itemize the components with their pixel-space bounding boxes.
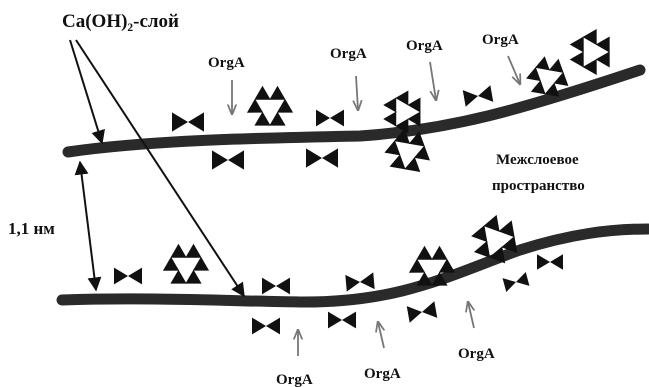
anion-bowtie	[328, 312, 356, 329]
orga-label: OrgA	[330, 46, 367, 62]
anion-bowtie	[537, 254, 563, 270]
interlayer-space-label-line2: пространство	[492, 178, 585, 194]
anion-bowtie	[172, 112, 204, 131]
interlayer-space-label-line1: Межслоевое	[496, 152, 579, 168]
orga-pointer-arrow	[430, 62, 436, 100]
anion-cluster	[247, 86, 293, 126]
anion-bowtie	[306, 148, 338, 167]
layer-pointer-arrow	[76, 40, 244, 296]
anion-bowtie	[407, 301, 437, 322]
anion-bowtie	[503, 272, 530, 292]
orga-pointer-arrow	[378, 322, 384, 348]
anion-bowtie	[262, 278, 290, 295]
upper-layer	[68, 70, 640, 152]
anion-bowtie	[212, 150, 244, 169]
orga-label: OrgA	[482, 32, 519, 48]
anion-bowtie	[252, 318, 280, 335]
anion-cluster	[563, 21, 623, 79]
orga-label: OrgA	[364, 366, 401, 382]
orga-label: OrgA	[406, 38, 443, 54]
anion-bowtie	[463, 85, 493, 106]
anion-bowtie	[114, 268, 142, 285]
orga-pointer-arrow	[508, 56, 520, 84]
anion-cluster	[163, 244, 209, 284]
interlayer-distance-label: 1,1 нм	[8, 219, 55, 238]
orga-label: OrgA	[458, 346, 495, 362]
interlayer-distance-arrow	[80, 162, 96, 290]
orga-pointer-arrow	[468, 302, 474, 328]
anion-bowtie	[316, 110, 344, 127]
layer-label: Ca(OH)₂-слой	[62, 11, 179, 32]
orga-label: OrgA	[208, 55, 245, 71]
anion-cluster	[466, 209, 527, 266]
orga-label: OrgA	[276, 372, 313, 387]
orga-pointer-arrow	[356, 76, 358, 110]
anion-bowtie	[345, 272, 374, 291]
